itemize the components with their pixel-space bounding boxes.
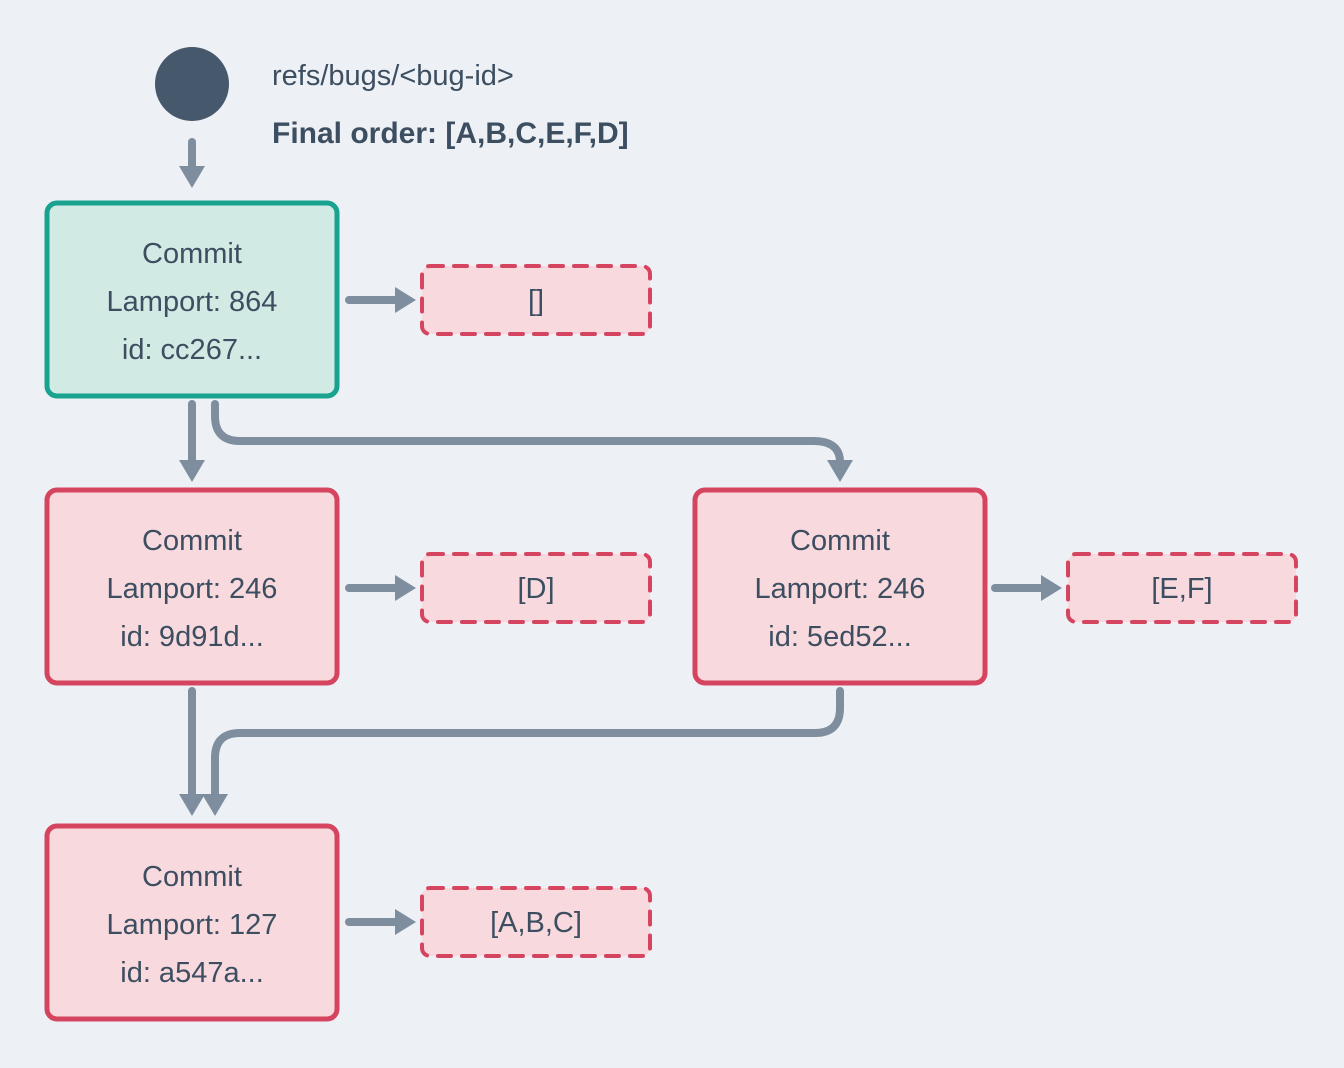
edge-root-to-right bbox=[211, 400, 844, 466]
commit-node-right: Commit Lamport: 246 id: 5ed52... bbox=[692, 487, 988, 686]
commit-root-id: id: cc267... bbox=[122, 334, 262, 366]
ops-box-left bbox=[420, 552, 652, 624]
arrowhead-root-to-right bbox=[827, 460, 853, 482]
commit-bottom-id: id: a547a... bbox=[120, 957, 264, 989]
commit-bottom-lamport: Lamport: 127 bbox=[107, 909, 278, 941]
commit-box-right bbox=[692, 487, 988, 686]
ops-box-bottom bbox=[420, 886, 652, 958]
edges bbox=[179, 138, 1062, 935]
commit-bottom-title: Commit bbox=[142, 861, 242, 893]
arrowhead-left-to-ops bbox=[395, 575, 416, 601]
arrowhead-root-to-ops bbox=[395, 287, 416, 313]
ops-box-right bbox=[1066, 552, 1298, 624]
commit-root-lamport: Lamport: 864 bbox=[107, 286, 278, 318]
ops-box-root bbox=[420, 264, 652, 336]
edge-right-to-bottom bbox=[211, 687, 844, 800]
ops-left-label: [D] bbox=[517, 573, 554, 605]
commit-right-title: Commit bbox=[790, 525, 890, 557]
commit-node-root: Commit Lamport: 864 id: cc267... bbox=[44, 200, 340, 399]
arrowhead-root-to-left bbox=[179, 460, 205, 482]
ops-root-label: [] bbox=[528, 285, 544, 317]
ops-node-root: [] bbox=[420, 264, 652, 336]
commit-right-id: id: 5ed52... bbox=[768, 621, 912, 653]
ref-node-circle bbox=[155, 47, 229, 121]
commit-left-title: Commit bbox=[142, 525, 242, 557]
ops-node-left: [D] bbox=[420, 552, 652, 624]
ops-right-label: [E,F] bbox=[1151, 573, 1212, 605]
arrowhead-left-to-bottom bbox=[179, 794, 205, 816]
commit-left-lamport: Lamport: 246 bbox=[107, 573, 278, 605]
arrowhead-right-to-bottom bbox=[202, 794, 228, 816]
commit-node-bottom: Commit Lamport: 127 id: a547a... bbox=[44, 823, 340, 1022]
arrowhead-bottom-to-ops bbox=[395, 909, 416, 935]
commit-box-left bbox=[44, 487, 340, 686]
commit-right-lamport: Lamport: 246 bbox=[755, 573, 926, 605]
ops-node-right: [E,F] bbox=[1066, 552, 1298, 624]
final-order-label: Final order: [A,B,C,E,F,D] bbox=[272, 117, 629, 150]
arrowhead-ref-to-root bbox=[179, 166, 205, 188]
arrowhead-right-to-ops bbox=[1041, 575, 1062, 601]
commit-box-bottom bbox=[44, 823, 340, 1022]
commit-box-root bbox=[44, 200, 340, 399]
commit-left-id: id: 9d91d... bbox=[120, 621, 264, 653]
commit-root-title: Commit bbox=[142, 238, 242, 270]
commit-node-left: Commit Lamport: 246 id: 9d91d... bbox=[44, 487, 340, 686]
ops-bottom-label: [A,B,C] bbox=[490, 907, 582, 939]
ops-node-bottom: [A,B,C] bbox=[420, 886, 652, 958]
ref-label: refs/bugs/<bug-id> bbox=[272, 60, 514, 92]
